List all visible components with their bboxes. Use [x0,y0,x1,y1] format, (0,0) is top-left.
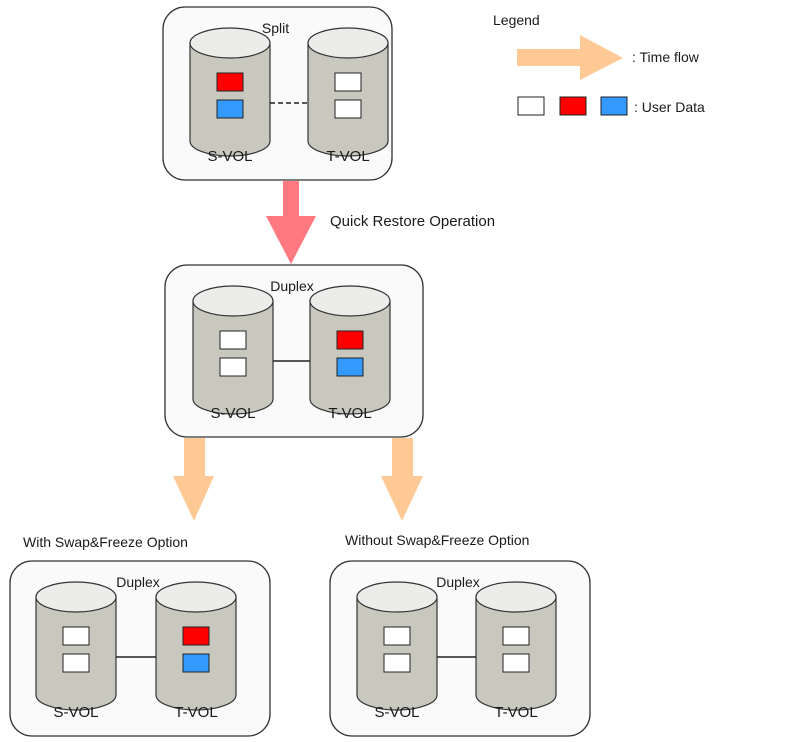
legend-title: Legend [493,12,540,28]
pair-status-label: Duplex [436,574,480,590]
user-data-swatch-red [559,96,587,116]
t-vol-cylinder [155,581,237,711]
quick-restore-label: Quick Restore Operation [330,213,495,230]
legend-time-flow-label: : Time flow [632,49,700,65]
s-vol-label: S-VOL [374,704,419,721]
time-flow-arrow-left-icon [173,438,214,521]
volume-top [192,285,274,317]
s-vol-cylinder [189,27,271,157]
s-vol-label: S-VOL [53,704,98,721]
data-block-white [219,330,247,350]
data-block-red [182,626,210,646]
volume-top [309,285,391,317]
s-vol-cylinder [356,581,438,711]
with-swap-freeze-label: With Swap&Freeze Option [23,534,188,550]
volume-top [189,27,271,59]
volume-body [307,42,389,157]
data-block-white [62,653,90,673]
s-vol-cylinder [192,285,274,415]
without-swap-freeze-label: Without Swap&Freeze Option [345,532,529,548]
data-block-white [502,626,530,646]
data-block-white [502,653,530,673]
data-block-white [383,626,411,646]
s-vol-cylinder [35,581,117,711]
volume-top [356,581,438,613]
volume-top [155,581,237,613]
data-block-blue [216,99,244,119]
t-vol-cylinder [475,581,557,711]
pair-status-label: Split [262,20,289,36]
t-vol-label: T-VOL [328,405,371,422]
s-vol-label: S-VOL [207,148,252,165]
quick-restore-arrow-icon [266,181,316,264]
data-block-white [334,99,362,119]
user-data-swatch-blue [600,96,628,116]
t-vol-label: T-VOL [174,704,217,721]
volume-top [307,27,389,59]
data-block-red [336,330,364,350]
data-block-white [219,357,247,377]
data-block-white [383,653,411,673]
legend: Legend : Time flow : User Data [493,12,705,116]
s-vol-label: S-VOL [210,405,255,422]
t-vol-label: T-VOL [494,704,537,721]
time-flow-arrow-right-icon [381,438,423,521]
data-block-white [62,626,90,646]
data-block-red [216,72,244,92]
data-block-white [334,72,362,92]
user-data-swatch-white [517,96,545,116]
t-vol-cylinder [309,285,391,415]
volume-top [35,581,117,613]
pair-status-label: Duplex [270,278,314,294]
legend-user-data-label: : User Data [634,99,705,115]
pair-status-label: Duplex [116,574,160,590]
time-flow-arrow-icon [517,35,623,80]
volume-top [475,581,557,613]
t-vol-label: T-VOL [326,148,369,165]
data-block-blue [182,653,210,673]
data-block-blue [336,357,364,377]
t-vol-cylinder [307,27,389,157]
